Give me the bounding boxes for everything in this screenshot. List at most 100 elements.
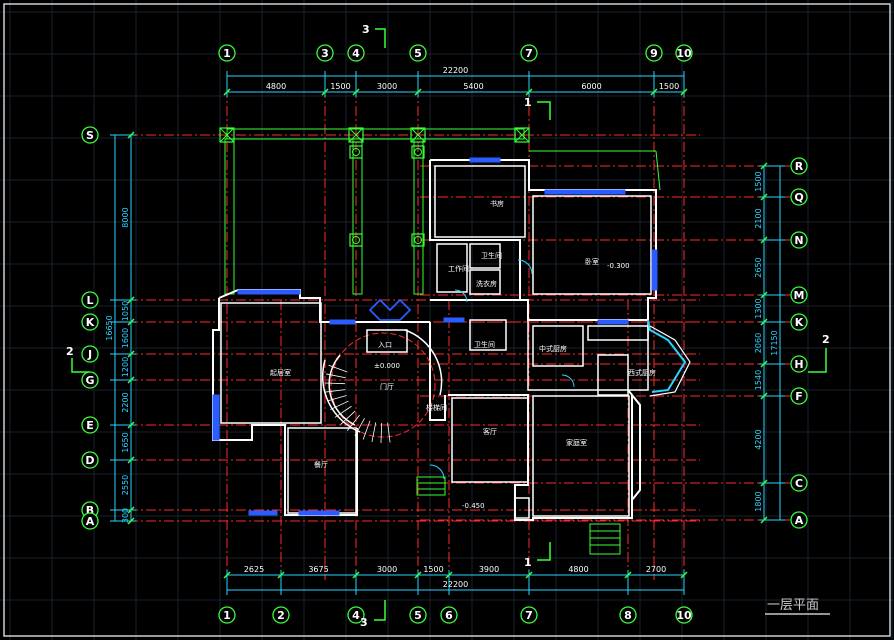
dim-slash <box>223 571 231 579</box>
left-dimension-label: 1600 <box>121 328 130 348</box>
axis-bubble-top-10-circle <box>675 44 693 62</box>
dim-slash <box>127 296 135 304</box>
right-dimension-total: 17150 <box>770 330 779 355</box>
room-label-living: 起居室 <box>270 368 291 377</box>
axis-bubble-left-B: B <box>86 504 94 517</box>
wall-family <box>532 395 630 517</box>
section-marks: 3 3 2 2 1 1 <box>66 23 830 629</box>
bottom-dimension-label: 3900 <box>479 565 499 574</box>
axis-bubble-right-F: F <box>795 390 803 403</box>
room-label-bath1: 卫生间 <box>481 251 502 260</box>
pergola-post-left <box>224 138 235 295</box>
dim-slash <box>624 571 632 579</box>
right-dimension-label: 1800 <box>754 491 763 511</box>
window-left <box>212 394 220 441</box>
axis-bubble-bottom-2-circle <box>272 606 290 624</box>
window <box>597 319 629 325</box>
section-mark-bottom: 3 <box>360 616 368 629</box>
axis-bubble-bottom-1: 1 <box>223 609 231 622</box>
top-dimension-label: 1500 <box>330 82 350 91</box>
garden-steps <box>589 523 621 555</box>
dim-slash <box>680 88 688 96</box>
window <box>469 157 501 163</box>
bottom-dimension-label: 1500 <box>423 565 443 574</box>
top-dimension-label: 4800 <box>266 82 286 91</box>
dim-slash <box>760 193 768 201</box>
dim-slash <box>760 236 768 244</box>
wall-family-bay <box>631 394 641 501</box>
left-dimension-label: 8000 <box>121 207 130 227</box>
wall-living <box>220 302 322 424</box>
axis-bubble-left-L-circle <box>81 291 99 309</box>
axis-bubble-left-A-circle <box>81 512 99 530</box>
column-circle <box>414 236 422 244</box>
window <box>298 510 340 516</box>
viewport-frame <box>3 3 891 637</box>
door-swing <box>517 259 533 275</box>
section-mark-mid-top: 1 <box>524 96 532 109</box>
stair-arc-outer <box>321 359 361 433</box>
stair-tread <box>354 418 365 436</box>
wall-chinese-kitchen <box>532 325 584 367</box>
left-dimension-label: 2200 <box>121 392 130 412</box>
axis-bubble-right-F-circle <box>790 387 808 405</box>
axis-bubble-right-R: R <box>795 160 804 173</box>
wall-bay-window <box>647 319 687 393</box>
walls-layer <box>71 28 827 621</box>
dim-slash <box>321 88 329 96</box>
elevation-bedroom: -0.300 <box>607 262 630 270</box>
hall-curve-wall <box>404 329 443 396</box>
entry-steps <box>416 476 446 496</box>
room-label-entrance: 入口 <box>378 341 392 349</box>
terrace-edge <box>655 150 661 191</box>
stair-tread <box>330 400 349 410</box>
left-dimension-label: 1650 <box>121 432 130 452</box>
dim-slash <box>760 291 768 299</box>
dim-slash <box>650 88 658 96</box>
axis-bubble-top-5: 5 <box>414 47 422 60</box>
wall-laundry <box>469 269 501 295</box>
room-label-western-kitchen: 西式厨房 <box>628 368 656 377</box>
dim-slash <box>127 131 135 139</box>
stair-tread <box>325 389 346 393</box>
dim-slash <box>127 506 135 514</box>
dim-slash <box>680 571 688 579</box>
axis-bubble-top-9: 9 <box>650 47 658 60</box>
axis-bubble-bottom-5: 5 <box>414 609 422 622</box>
window-bedroom-right <box>651 249 658 291</box>
pergola-post-mid <box>352 138 363 295</box>
bottom-dimension-label: 3675 <box>308 565 328 574</box>
left-dimension-total: 16650 <box>105 315 114 340</box>
entrance-canopy <box>368 298 412 321</box>
column-cross <box>348 127 364 143</box>
left-dimension-label: 1050 <box>121 301 130 321</box>
dim-slash <box>127 376 135 384</box>
axis-bubble-right-C: C <box>795 477 803 490</box>
stair-tread <box>362 420 371 440</box>
room-label-family: 家庭室 <box>566 438 587 447</box>
bottom-dimension-label: 3000 <box>377 565 397 574</box>
column-cross <box>410 127 426 143</box>
dim-slash <box>127 421 135 429</box>
axis-bubble-bottom-5-circle <box>409 606 427 624</box>
bottom-dimension-total: 22200 <box>443 580 468 589</box>
right-dimension-label: 1540 <box>754 370 763 390</box>
stair-tread <box>325 373 346 379</box>
right-dimension-label: 1500 <box>754 171 763 191</box>
top-dimension-label: 1500 <box>659 82 679 91</box>
stair-tread <box>387 422 391 443</box>
axis-bubble-left-E: E <box>86 419 94 432</box>
wall-service <box>430 239 521 301</box>
wall-guest <box>448 389 633 521</box>
axis-bubble-left-S: S <box>86 129 94 142</box>
left-dimension-label: 300 <box>121 508 130 523</box>
left-dimension-label: 2550 <box>121 475 130 495</box>
axis-bubble-right-C-circle <box>790 474 808 492</box>
column-marker <box>348 127 364 143</box>
axis-bubble-bottom-4-circle <box>347 606 365 624</box>
door-swing <box>561 374 575 388</box>
drawing-title-block: 一层平面 <box>765 598 830 615</box>
